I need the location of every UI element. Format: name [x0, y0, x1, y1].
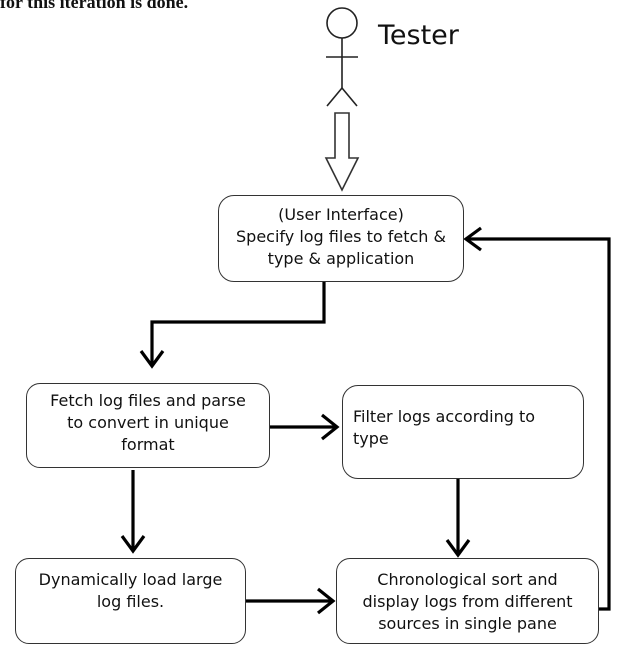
- actor-right-leg: [341, 87, 358, 107]
- user-interface-box: (User Interface) Specify log files to fe…: [218, 195, 464, 282]
- arrow-sort-to-ui: [468, 237, 611, 611]
- dynamic-load-box: Dynamically load large log files.: [15, 558, 246, 644]
- arrowhead-ui-to-fetch: [139, 350, 165, 369]
- arrowhead-fetch-to-dynamic: [120, 535, 146, 554]
- hollow-down-arrow: [324, 112, 360, 192]
- filter-logs-box: Filter logs according to type: [342, 385, 584, 479]
- arrowhead-sort-to-ui: [463, 226, 482, 252]
- actor-head: [326, 7, 358, 39]
- actor-left-leg: [326, 87, 343, 107]
- chronological-sort-box: Chronological sort and display logs from…: [336, 558, 599, 644]
- stick-figure-icon: [326, 7, 358, 107]
- arrow-ui-to-fetch: [150, 282, 326, 364]
- actor-label: Tester: [378, 20, 459, 51]
- arrowhead-fetch-to-filter: [321, 413, 340, 441]
- fetch-parse-box: Fetch log files and parse to convert in …: [26, 383, 270, 468]
- arrowhead-dynamic-to-sort: [317, 587, 336, 615]
- arrowhead-filter-to-sort: [445, 539, 471, 558]
- clipped-header-text: for this iteration is done.: [0, 0, 189, 12]
